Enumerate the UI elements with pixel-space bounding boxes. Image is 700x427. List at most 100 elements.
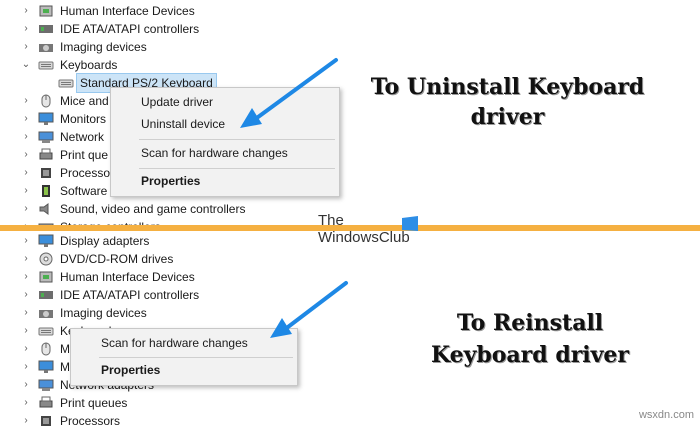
hid-icon: [38, 270, 54, 284]
top-device-tree-panel: › Human Interface Devices › IDE ATA/ATAPI c…: [20, 2, 645, 225]
tree-row-label: Print que: [60, 148, 109, 162]
tree-row-label: Processo: [60, 166, 111, 180]
printer-icon: [38, 148, 54, 162]
top-tree-row[interactable]: › Imaging devices: [20, 38, 147, 56]
chevron-right-icon[interactable]: ›: [24, 307, 28, 318]
watermark: wsxdn.com: [638, 409, 694, 421]
chevron-right-icon[interactable]: ›: [24, 167, 28, 178]
chevron-right-icon[interactable]: ›: [24, 415, 28, 426]
logo-text: WindowsClub: [318, 229, 410, 246]
tree-row-label: Monitors: [60, 112, 107, 126]
menu-update-driver[interactable]: Update driver: [141, 95, 214, 109]
menu-properties[interactable]: Properties: [141, 174, 201, 188]
bottom-tree-row[interactable]: ›M: [20, 340, 70, 358]
tree-row-label: Display adapters: [60, 234, 150, 248]
divider: [0, 225, 700, 231]
monitor-icon: [38, 360, 54, 374]
menu-uninstall-device[interactable]: Uninstall device: [141, 117, 226, 131]
chevron-right-icon[interactable]: ›: [24, 235, 28, 246]
chevron-right-icon[interactable]: ›: [24, 343, 28, 354]
chevron-right-icon[interactable]: ›: [24, 41, 28, 52]
menu-separator: [99, 357, 293, 358]
bottom-tree-row[interactable]: ›Imaging devices: [20, 304, 146, 322]
network-icon: [38, 378, 54, 392]
tree-row-label: Storage controllers: [60, 218, 161, 225]
tree-row-label: IDE ATA/ATAPI controllers: [60, 288, 200, 302]
top-tree-row[interactable]: › Human Interface Devices: [20, 2, 195, 20]
menu-scan-hardware-changes[interactable]: Scan for hardware changes: [101, 336, 248, 350]
bottom-tree-row[interactable]: › Print queues: [20, 394, 127, 412]
bottom-tree-row[interactable]: › Human Interface Devices: [20, 268, 195, 286]
bottom-device-tree-panel: › Display adapters › DVD/CD-ROM drives › Huma…: [0, 231, 700, 427]
top-tree-row[interactable]: › Software: [20, 182, 107, 200]
bottom-tree-row[interactable]: › IDE ATA/ATAPI controllers: [20, 286, 199, 304]
chevron-right-icon[interactable]: ›: [24, 23, 28, 34]
caption-line: Keyboard driver: [430, 342, 630, 368]
caption-line: To Uninstall Keyboard: [370, 74, 645, 100]
chevron-right-icon[interactable]: ›: [20, 218, 32, 225]
bottom-tree-row[interactable]: › Processors: [20, 412, 120, 427]
top-tree-row[interactable]: › Processo: [20, 164, 110, 182]
chevron-right-icon[interactable]: ›: [24, 379, 28, 390]
chevron-right-icon[interactable]: ›: [24, 5, 28, 16]
chevron-right-icon[interactable]: ›: [24, 325, 28, 336]
tree-row-label: IDE ATA/ATAPI controllers: [60, 22, 200, 36]
top-tree-row[interactable]: › Storage controllers: [20, 218, 161, 225]
arrow-icon: [240, 58, 338, 128]
caption-line: driver: [470, 104, 545, 130]
tree-row-label: Human Interface Devices: [60, 4, 195, 18]
caption-line: To Reinstall: [456, 310, 604, 336]
tree-row-label: M: [60, 342, 70, 356]
chevron-right-icon[interactable]: ›: [24, 113, 28, 124]
reinstall-caption: To Reinstall Keyboard driver: [405, 307, 655, 371]
display-adapter-icon: [38, 234, 54, 248]
chevron-right-icon[interactable]: ›: [24, 271, 28, 282]
chevron-right-icon[interactable]: ›: [24, 289, 28, 300]
tree-row-label: Print queues: [60, 396, 128, 410]
camera-icon: [38, 40, 54, 54]
keyboard-icon: [38, 58, 54, 72]
menu-scan-hardware-changes[interactable]: Scan for hardware changes: [141, 146, 288, 160]
bottom-tree-row[interactable]: › DVD/CD-ROM drives: [20, 250, 173, 268]
chevron-right-icon[interactable]: ›: [24, 203, 28, 214]
speaker-icon: [38, 202, 54, 216]
tree-row-label: Imaging devices: [60, 40, 147, 54]
bottom-tree-row[interactable]: ›M: [20, 358, 70, 376]
top-tree-row[interactable]: ›Sound, video and game controllers: [20, 200, 245, 218]
tree-row-label: Software: [60, 184, 108, 198]
mouse-icon: [38, 94, 54, 108]
tree-row-label: Processors: [60, 414, 121, 427]
ide-controller-icon: [38, 288, 54, 302]
top-tree-row[interactable]: › Print que: [20, 146, 108, 164]
chevron-right-icon[interactable]: ›: [24, 253, 28, 264]
menu-separator: [139, 168, 335, 169]
printer-icon: [38, 396, 54, 410]
bottom-context-menu: Scan for hardware changes Properties: [70, 328, 298, 386]
tree-row-label: Human Interface Devices: [60, 270, 195, 284]
logo-text: The: [318, 212, 344, 229]
camera-icon: [38, 306, 54, 320]
chevron-down-icon[interactable]: ⌄: [21, 59, 31, 70]
tree-row-label: Network: [60, 130, 105, 144]
monitor-icon: [38, 112, 54, 126]
bottom-tree-row[interactable]: › Display adapters: [20, 232, 149, 250]
chevron-right-icon[interactable]: ›: [24, 95, 28, 106]
chevron-right-icon[interactable]: ›: [24, 185, 28, 196]
top-tree-row[interactable]: › IDE ATA/ATAPI controllers: [20, 20, 199, 38]
windows-flag-icon: [402, 216, 418, 231]
chevron-right-icon[interactable]: ›: [24, 149, 28, 160]
menu-properties[interactable]: Properties: [101, 363, 161, 377]
top-tree-row[interactable]: ›Mice and: [20, 92, 108, 110]
top-context-menu: Update driver Uninstall device Scan for …: [110, 87, 340, 197]
network-icon: [38, 130, 54, 144]
dvd-icon: [38, 252, 54, 266]
processor-icon: [38, 166, 54, 180]
mouse-icon: [38, 342, 54, 356]
top-tree-row[interactable]: › Monitors: [20, 110, 106, 128]
chevron-right-icon[interactable]: ›: [24, 131, 28, 142]
chevron-right-icon[interactable]: ›: [24, 361, 28, 372]
tree-row-label: DVD/CD-ROM drives: [60, 252, 174, 266]
top-tree-row[interactable]: ⌄Keyboards: [20, 56, 118, 74]
top-tree-row[interactable]: › Network: [20, 128, 104, 146]
chevron-right-icon[interactable]: ›: [24, 397, 28, 408]
